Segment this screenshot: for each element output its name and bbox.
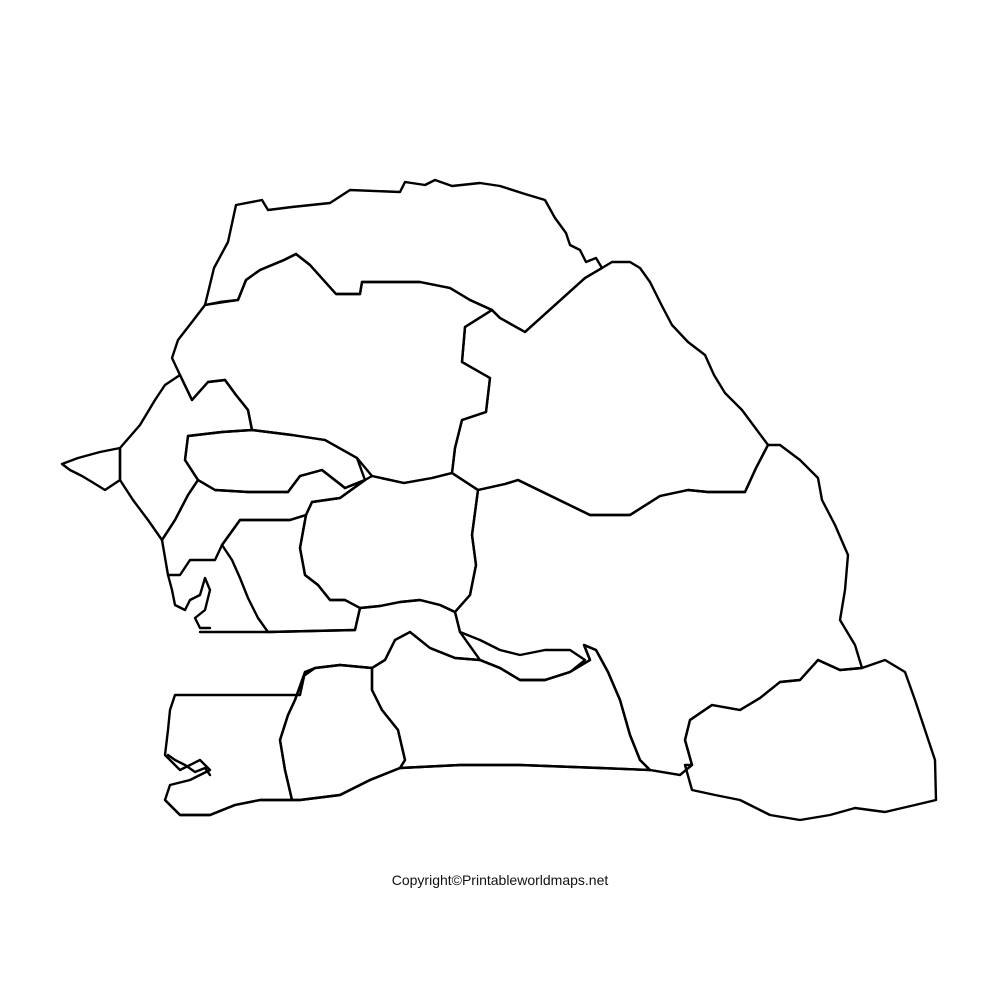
southern-coastline (163, 763, 694, 817)
region-kaolack (220, 513, 362, 634)
region-kedougou (683, 658, 938, 822)
saloum-delta (166, 573, 212, 630)
region-tambacounda (453, 443, 864, 777)
region-dakar (60, 446, 122, 492)
copyright-notice: Copyright©Printableworldmaps.net (391, 872, 609, 888)
gambia-river-north-bank (198, 598, 587, 682)
region-matam (450, 260, 770, 517)
region-saint-louis (203, 178, 604, 334)
region-kaffrine (298, 471, 480, 614)
region-ziguinchor (163, 670, 307, 817)
region-louga (170, 252, 494, 485)
region-fatick (160, 468, 367, 577)
region-kolda (370, 630, 652, 772)
region-sedhiou (278, 663, 407, 802)
casamance-estuary (166, 753, 212, 777)
